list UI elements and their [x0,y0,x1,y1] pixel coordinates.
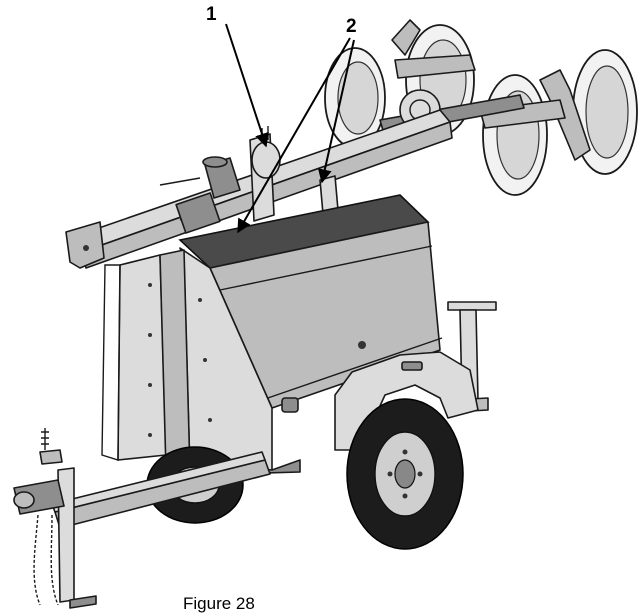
jack-stand [39,428,97,609]
floodlight-lamp [572,49,638,175]
floodlight-lamp [324,47,386,149]
floodlight-lamps [324,19,638,196]
callout-2-arrow-a [237,37,351,234]
callout-1-label: 1 [206,4,217,25]
mast-boom [65,109,453,269]
lamp-bracket [479,99,566,129]
hitch-coupler [13,479,65,515]
safety-chains [33,514,59,606]
callout-2-label: 2 [346,16,357,37]
callout-1-arrow [225,23,269,148]
boom-end-bracket [65,221,105,269]
lamp-bracket [391,19,476,79]
lamp-bracket [539,69,591,161]
callout-2: 2 [237,16,357,234]
mast-clamp [175,192,221,234]
floodlight-lamp [482,74,548,196]
mast-cylinder [251,141,281,179]
callout-2-arrow-b [317,39,355,184]
cabinet-front-door [117,254,167,461]
callout-1: 1 [206,4,269,148]
figure-caption: Figure 28 [183,594,255,613]
trailer-wheel [346,398,464,550]
